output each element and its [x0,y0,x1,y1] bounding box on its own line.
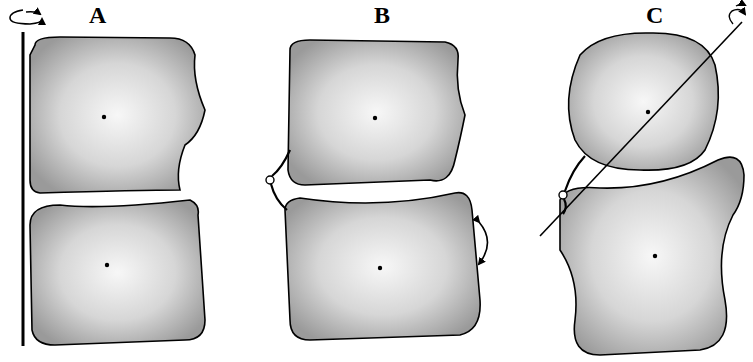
panel-letter: B [374,2,390,28]
hinge-pin [559,191,567,199]
bone-shape [569,33,719,170]
rotation-axis [540,22,742,236]
panel-letter: A [89,2,106,28]
bone-shape [30,200,205,345]
bone-shape [285,193,480,340]
hinge-link [565,156,585,191]
panel-letter: C [646,2,663,28]
rotation-arrow [10,10,42,24]
center-dots [102,110,657,270]
rotation-arrow [729,10,745,24]
hinge-pin [266,176,274,184]
hinge-link [272,150,290,176]
hinge-link [271,184,287,210]
rotation-arrow [26,12,40,14]
swing-arrow [479,222,488,264]
bone-shape [288,40,465,185]
rotation-arrow [736,4,745,6]
bone-shape [560,157,744,355]
rotation-axis [22,32,25,346]
bone-shape [30,37,205,193]
